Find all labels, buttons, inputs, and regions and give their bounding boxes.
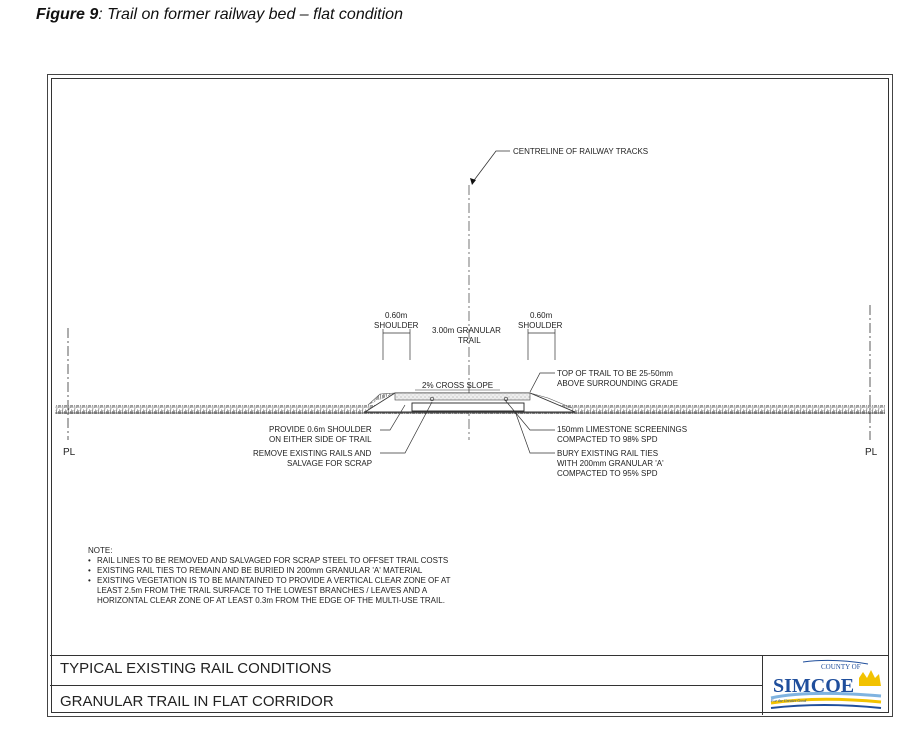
property-line-right-label: PL [865, 447, 878, 458]
limestone-leader [504, 399, 555, 431]
notes-heading: NOTE: [88, 546, 112, 555]
centreline-leader [471, 150, 510, 184]
cross-slope-label: 2% CROSS SLOPE [422, 381, 493, 390]
limestone-screenings [394, 392, 531, 401]
left-shoulder-width: 0.60m [385, 311, 408, 320]
remove-rails-leader [380, 401, 433, 454]
figure-caption: Figure 9: Trail on former railway bed – … [36, 6, 403, 24]
logo-name: SIMCOE [773, 675, 854, 697]
bury-ties-leader [514, 410, 555, 454]
right-shoulder-label: SHOULDER [518, 321, 563, 330]
top-of-trail-leader [529, 372, 555, 393]
title-block-line-2: GRANULAR TRAIL IN FLAT CORRIDOR [60, 693, 334, 710]
centreline-label: CENTRELINE OF RAILWAY TRACKS [513, 147, 648, 156]
trail-word-label: TRAIL [458, 336, 481, 345]
county-of-simcoe-logo: COUNTY OF SIMCOE For the Greater Good [770, 659, 882, 709]
bury-ties-label-2: WITH 200mm GRANULAR 'A' [557, 459, 664, 468]
figure-title: : Trail on former railway bed – flat con… [98, 6, 403, 23]
buried-rail-left [429, 396, 435, 402]
note-line-4: LEAST 2.5m FROM THE TRAIL SURFACE TO THE… [97, 586, 428, 595]
shoulder-vegetation-right [529, 392, 573, 409]
bury-ties-label-1: BURY EXISTING RAIL TIES [557, 449, 658, 458]
left-shoulder-label: SHOULDER [374, 321, 419, 330]
left-shoulder-dimension [382, 329, 411, 360]
drawing-sheet [47, 74, 893, 717]
property-line-left-label: PL [63, 447, 76, 458]
centreline-arrow [470, 178, 476, 185]
drawing-border [51, 78, 889, 713]
note-bullet-3: • [88, 576, 91, 585]
bury-ties-label-3: COMPACTED TO 95% SPD [557, 469, 658, 478]
logo-crest-icon [859, 670, 881, 686]
limestone-label-2: COMPACTED TO 98% SPD [557, 435, 658, 444]
provide-shoulder-leader [380, 404, 406, 431]
title-block-row-2: GRANULAR TRAIL IN FLAT CORRIDOR [50, 685, 762, 715]
note-line-5: HORIZONTAL CLEAR ZONE OF AT LEAST 0.3m F… [97, 596, 445, 605]
logo-county-of: COUNTY OF [821, 663, 861, 671]
title-block-row-1: TYPICAL EXISTING RAIL CONDITIONS [50, 655, 762, 685]
top-of-trail-label-1: TOP OF TRAIL TO BE 25-50mm [557, 369, 673, 378]
title-block-line-1: TYPICAL EXISTING RAIL CONDITIONS [60, 660, 332, 677]
shoulder-vegetation-left [367, 392, 396, 406]
provide-shoulder-label-2: ON EITHER SIDE OF TRAIL [269, 435, 372, 444]
note-line-3: EXISTING VEGETATION IS TO BE MAINTAINED … [97, 576, 451, 585]
trail-width-label: 3.00m GRANULAR [432, 326, 501, 335]
figure-number: Figure 9 [36, 6, 99, 23]
right-shoulder-dimension [527, 329, 556, 360]
logo-tagline: For the Greater Good [770, 698, 807, 703]
remove-rails-label-1: REMOVE EXISTING RAILS AND [253, 449, 371, 458]
note-line-2: EXISTING RAIL TIES TO REMAIN AND BE BURI… [97, 566, 423, 575]
note-line-1: RAIL LINES TO BE REMOVED AND SALVAGED FO… [97, 556, 448, 565]
county-logo-box: COUNTY OF SIMCOE For the Greater Good [762, 655, 889, 715]
top-of-trail-label-2: ABOVE SURROUNDING GRADE [557, 379, 678, 388]
remove-rails-label-2: SALVAGE FOR SCRAP [287, 459, 372, 468]
provide-shoulder-label-1: PROVIDE 0.6m SHOULDER [269, 425, 372, 434]
note-bullet-2: • [88, 566, 91, 575]
limestone-label-1: 150mm LIMESTONE SCREENINGS [557, 425, 687, 434]
buried-rail-ties [411, 402, 525, 412]
right-shoulder-width: 0.60m [530, 311, 553, 320]
note-bullet-1: • [88, 556, 91, 565]
